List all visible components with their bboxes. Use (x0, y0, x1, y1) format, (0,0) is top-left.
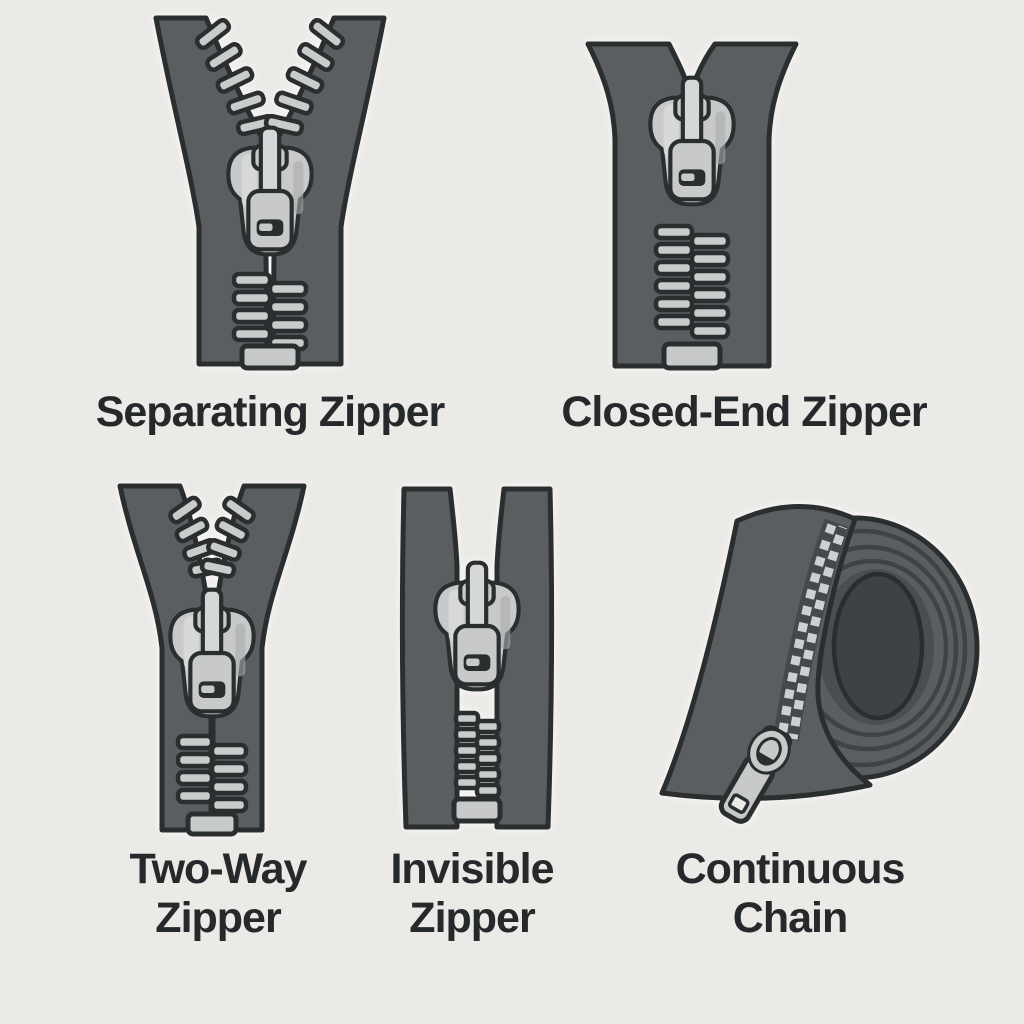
bottom-stop (451, 796, 503, 824)
zipper-closed-teeth (231, 271, 309, 352)
bottom-stop (661, 341, 723, 371)
separating-zipper-label: Separating Zipper (95, 388, 446, 436)
zipper-open-teeth (168, 495, 256, 579)
roll-center-hole (831, 571, 925, 721)
separating-zipper-illustration (153, 15, 387, 371)
continuous-chain-label: Continuous Chain (675, 845, 906, 942)
zipper-closed-teeth (653, 223, 731, 340)
zipper-closed-teeth (175, 733, 249, 814)
zipper-tape-right (494, 486, 555, 830)
bottom-stop (185, 811, 239, 837)
two-way-zipper-illustration (117, 483, 307, 837)
zipper-closed-teeth (453, 710, 502, 799)
invisible-zipper-label: Invisible Zipper (390, 845, 554, 942)
bottom-stop (239, 343, 301, 371)
two-way-zipper-label: Two-Way Zipper (129, 845, 308, 942)
closed-end-zipper-illustration (585, 41, 799, 371)
pull-tab-hole (727, 793, 750, 814)
closed-end-zipper-label: Closed-End Zipper (561, 388, 927, 436)
chain-teeth (777, 523, 848, 740)
zipper-tape-left (399, 486, 460, 830)
continuous-chain-illustration (659, 504, 980, 824)
zipper-open-teeth (194, 17, 346, 137)
invisible-zipper-illustration (399, 486, 555, 830)
chain-slider-pull-icon (718, 725, 793, 824)
